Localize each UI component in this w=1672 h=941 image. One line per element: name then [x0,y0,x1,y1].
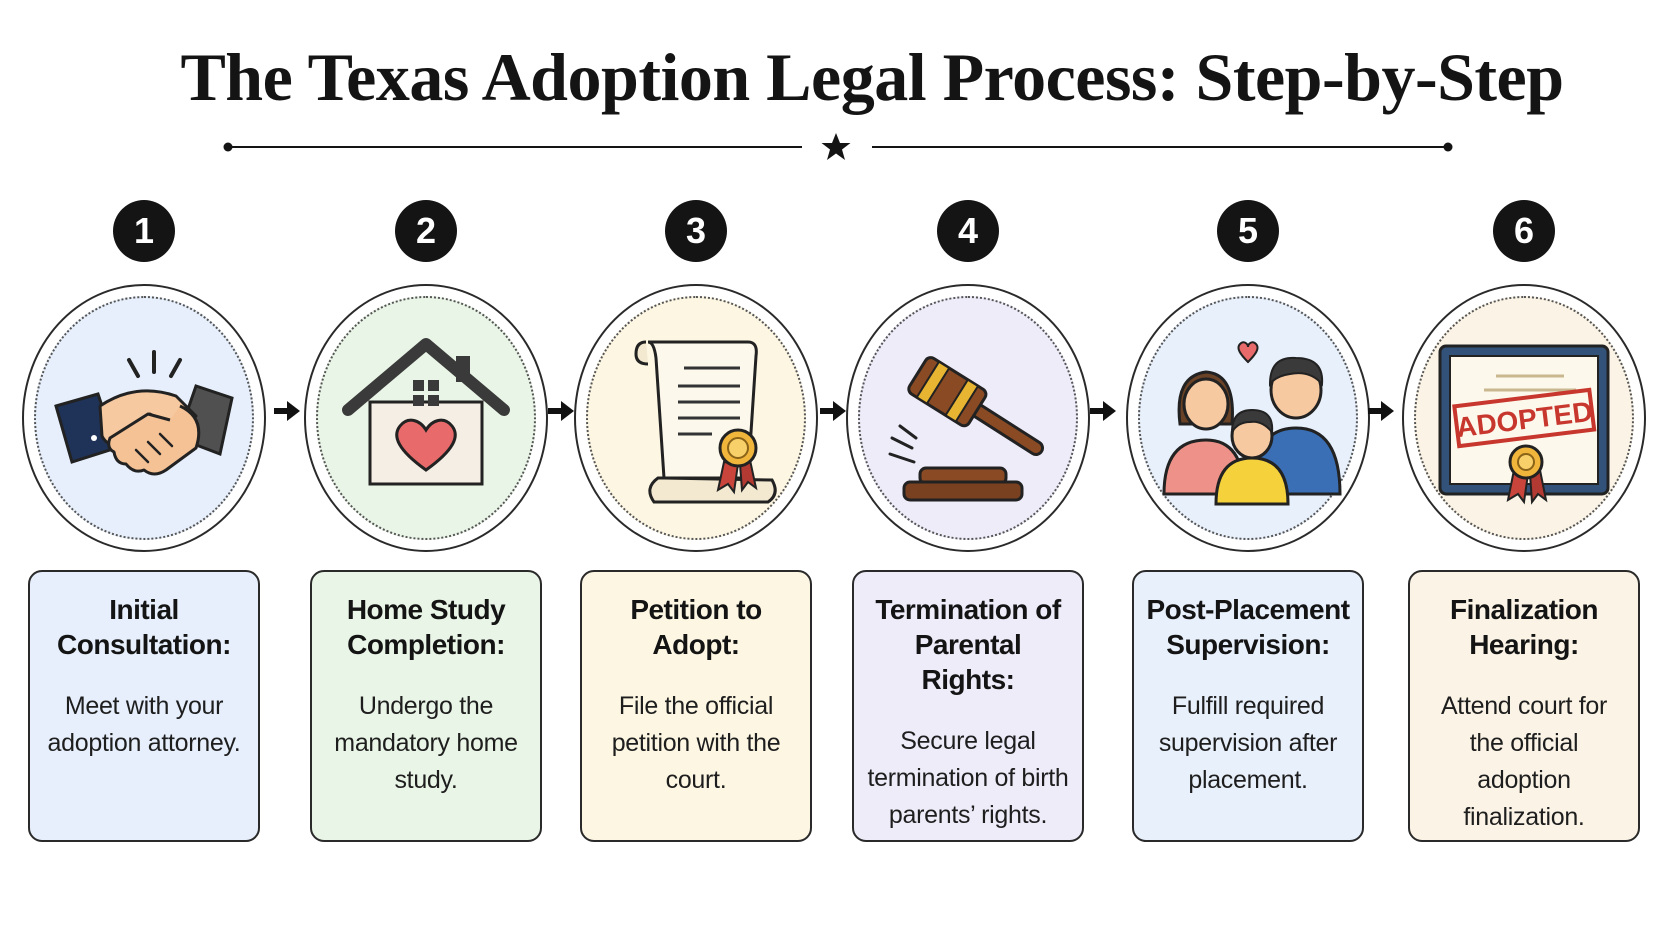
step-number-badge: 2 [395,200,457,262]
handshake-icon [54,350,234,476]
gavel-icon [888,356,1044,502]
arrow-right-icon [1368,401,1394,421]
step-description: Attend court for the official adoption f… [1440,692,1608,831]
step-icon-circle [574,284,818,552]
step-title: Petition to Adopt: [630,594,762,660]
title-divider [223,133,1453,160]
step-card: Post-Placement Supervision: Fulfill requ… [1132,570,1364,842]
step-number-badge: 6 [1493,200,1555,262]
step-icon-circle [1126,284,1370,552]
step-icon-circle [304,284,548,552]
step-card: Initial Consultation: Meet with your ado… [28,570,260,842]
step-icon-circle [846,284,1090,552]
step-card: Finalization Hearing: Attend court for t… [1408,570,1640,842]
step-description: File the official petition with the cour… [611,692,781,794]
step-description: Undergo the mandatory home study. [334,692,518,794]
step-5: 5 Post-Placement Supervision: Fulfill re… [1126,0,1370,941]
arrow-right-icon [1090,401,1116,421]
step-description: Fulfill required supervision after place… [1158,692,1338,794]
arrow-right-icon [274,401,300,421]
step-description: Secure legal termination of birth parent… [867,727,1069,829]
step-number-badge: 5 [1217,200,1279,262]
step-title: Post-Placement Supervision: [1146,594,1350,660]
petition-scroll-icon [634,340,777,504]
step-3: 3 Petition to Adopt: File the official p… [574,0,818,941]
step-title: Finalization Hearing: [1450,594,1599,660]
step-icon-circle [22,284,266,552]
step-description: Meet with your adoption attorney. [47,692,241,757]
divider-star-icon [821,133,851,160]
step-number-badge: 3 [665,200,727,262]
arrow-right-icon [548,401,574,421]
step-card: Termination of Parental Rights: Secure l… [852,570,1084,842]
step-card: Petition to Adopt: File the official pet… [580,570,812,842]
step-1: 1 Initial Consultation: Meet with your a… [22,0,266,941]
step-number-badge: 4 [937,200,999,262]
house-heart-icon [342,338,510,486]
arrow-right-icon [820,401,846,421]
adoption-certificate-icon: ADOPTED [1438,344,1610,505]
step-2: 2 Home Study Completion: Undergo the man… [304,0,548,941]
step-title: Home Study Completion: [346,594,506,660]
step-6: 6 ADOPTED Finalization Hearing: Attend c… [1402,0,1646,941]
step-4: 4 Termination of Parental Rights: Secure… [846,0,1090,941]
family-icon [1162,341,1342,506]
step-title: Termination of Parental Rights: [875,594,1061,695]
step-number-badge: 1 [113,200,175,262]
step-title: Initial Consultation: [57,594,231,660]
page-title: The Texas Adoption Legal Process: Step-b… [180,39,1564,115]
divider-dot-right [1443,142,1453,152]
step-icon-circle: ADOPTED [1402,284,1646,552]
step-card: Home Study Completion: Undergo the manda… [310,570,542,842]
